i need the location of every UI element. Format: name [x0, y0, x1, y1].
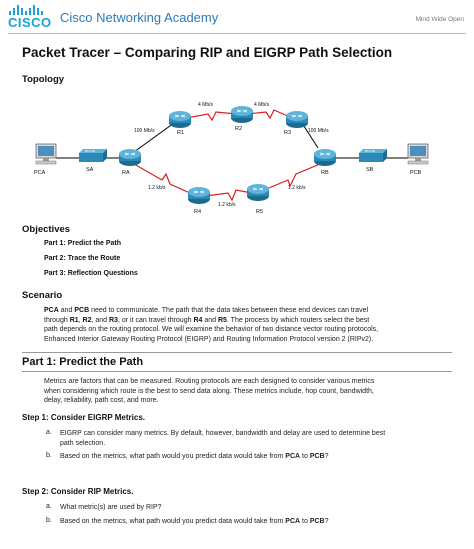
text-run: need to communicate. The path that the d…: [89, 307, 369, 314]
objectives-heading: Objectives: [22, 224, 71, 235]
device-name: R5: [217, 316, 227, 324]
objective-item: Part 1: Predict the Path: [44, 240, 122, 247]
label-r4: R4: [194, 209, 201, 215]
device-name: PCB: [309, 518, 325, 525]
step2-b-question: Based on the metrics, what path would yo…: [60, 517, 329, 527]
header-divider: [8, 33, 466, 34]
step1-a-line: path selection.: [60, 439, 106, 447]
text-run: and: [58, 307, 75, 314]
speed-r4-r5: 1.2 kb/s: [218, 202, 236, 208]
link-r4-r5: [205, 189, 253, 202]
text-run: through: [44, 316, 70, 324]
device-name: PCB: [74, 307, 90, 314]
cisco-logo: CISCO: [8, 4, 51, 32]
scenario-line-4: Enhanced Interior Gateway Routing Protoc…: [44, 335, 374, 343]
scenario-line-2: through R1, R2, and R3, or it can travel…: [44, 316, 369, 326]
router-icon: [187, 186, 211, 205]
link-r2-r3: [247, 109, 293, 120]
part-divider: [22, 352, 452, 353]
speed-r1-r2: 4 Mb/s: [198, 102, 214, 108]
part1-intro-line: delay, reliability, path cost, and more.: [44, 397, 159, 405]
step2-title: Step 2: Consider RIP Metrics.: [22, 487, 134, 496]
list-letter: a.: [46, 429, 52, 436]
device-name: R3: [109, 316, 118, 324]
part1-intro-line: Metrics are factors that can be measured…: [44, 378, 375, 385]
label-r5: R5: [256, 209, 263, 215]
tagline: Mind Wide Open: [415, 16, 464, 23]
text-run: to: [300, 518, 310, 525]
device-name: PCA: [285, 518, 301, 525]
device-name: R1: [69, 316, 79, 324]
text-run: , and: [91, 316, 109, 324]
objective-item: Part 2: Trace the Route: [44, 255, 121, 262]
part1-title: Part 1: Predict the Path: [22, 356, 144, 368]
page-header: CISCO Cisco Networking Academy Mind Wide…: [0, 0, 474, 36]
label-r1: R1: [177, 130, 184, 136]
step1-title: Step 1: Consider EIGRP Metrics.: [22, 413, 145, 422]
text-run: . The process by which routers select th…: [226, 316, 370, 324]
device-name: PCA: [285, 453, 301, 460]
scenario-line-3: path depends on the routing protocol. We…: [44, 326, 379, 334]
part1-intro-line: when considering which route is the best…: [44, 387, 374, 395]
list-letter: b.: [46, 452, 52, 459]
label-r2: R2: [235, 126, 242, 132]
scenario-heading: Scenario: [22, 290, 63, 301]
step2-a-question: What metric(s) are used by RIP?: [60, 504, 162, 511]
speed-r5-rb: 1.2 kb/s: [288, 185, 306, 191]
link-r3-rb: [301, 122, 319, 149]
device-name: PCA: [44, 307, 59, 314]
text-run: to: [300, 453, 310, 460]
switch-icon: [358, 148, 388, 163]
cisco-bars-icon: [9, 5, 43, 15]
text-run: and: [202, 316, 218, 324]
switch-icon: [78, 148, 108, 163]
label-pca: PCA: [34, 170, 46, 176]
router-icon: [118, 148, 142, 167]
page-title: Packet Tracer – Comparing RIP and EIGRP …: [22, 45, 393, 60]
label-sb: SB: [366, 167, 374, 173]
link-r5-rb: [263, 163, 321, 191]
text-run: Based on the metrics, what path would yo…: [60, 453, 286, 460]
pc-icon: [35, 143, 57, 165]
label-sa: SA: [86, 167, 94, 173]
router-icon: [230, 105, 254, 124]
device-name: R4: [193, 316, 203, 324]
list-letter: a.: [46, 503, 52, 510]
part-divider: [22, 371, 452, 372]
pc-icon: [407, 143, 429, 165]
list-letter: b.: [46, 517, 52, 524]
speed-ra-r1: 100 Mb/s: [134, 128, 155, 134]
topology-diagram: PCA SA RA R1 R2 R3 RB SB PCB R4 R5 100 M…: [34, 102, 429, 215]
objective-item: Part 3: Reflection Questions: [44, 270, 138, 277]
label-pcb: PCB: [410, 170, 422, 176]
device-name: R2: [82, 316, 92, 324]
label-r3: R3: [284, 130, 291, 136]
speed-ra-r4: 1.2 kb/s: [148, 185, 166, 191]
text-run: , or it can travel through: [117, 316, 194, 324]
label-rb: RB: [321, 170, 329, 176]
link-ra-r4: [133, 163, 193, 195]
router-icon: [313, 148, 337, 167]
text-run: ,: [78, 316, 83, 324]
router-icon: [168, 110, 192, 129]
step1-a-line: EIGRP can consider many metrics. By defa…: [60, 430, 386, 437]
speed-r3-rb: 100 Mb/s: [308, 128, 329, 134]
cisco-wordmark: CISCO: [8, 15, 52, 30]
router-icon: [246, 183, 270, 202]
text-run: Based on the metrics, what path would yo…: [60, 518, 286, 525]
device-name: PCB: [309, 453, 325, 460]
link-r1-r2: [185, 111, 237, 122]
topology-heading: Topology: [22, 74, 65, 85]
academy-name: Cisco Networking Academy: [60, 10, 219, 25]
router-icon: [285, 110, 309, 129]
text-run: ?: [324, 453, 329, 460]
step1-b-question: Based on the metrics, what path would yo…: [60, 452, 329, 462]
scenario-line-1: PCA and PCB need to communicate. The pat…: [44, 306, 368, 316]
text-run: ?: [324, 518, 329, 525]
label-ra: RA: [122, 170, 130, 176]
link-ra-r1: [133, 122, 175, 153]
speed-r2-r3: 4 Mb/s: [254, 102, 270, 108]
